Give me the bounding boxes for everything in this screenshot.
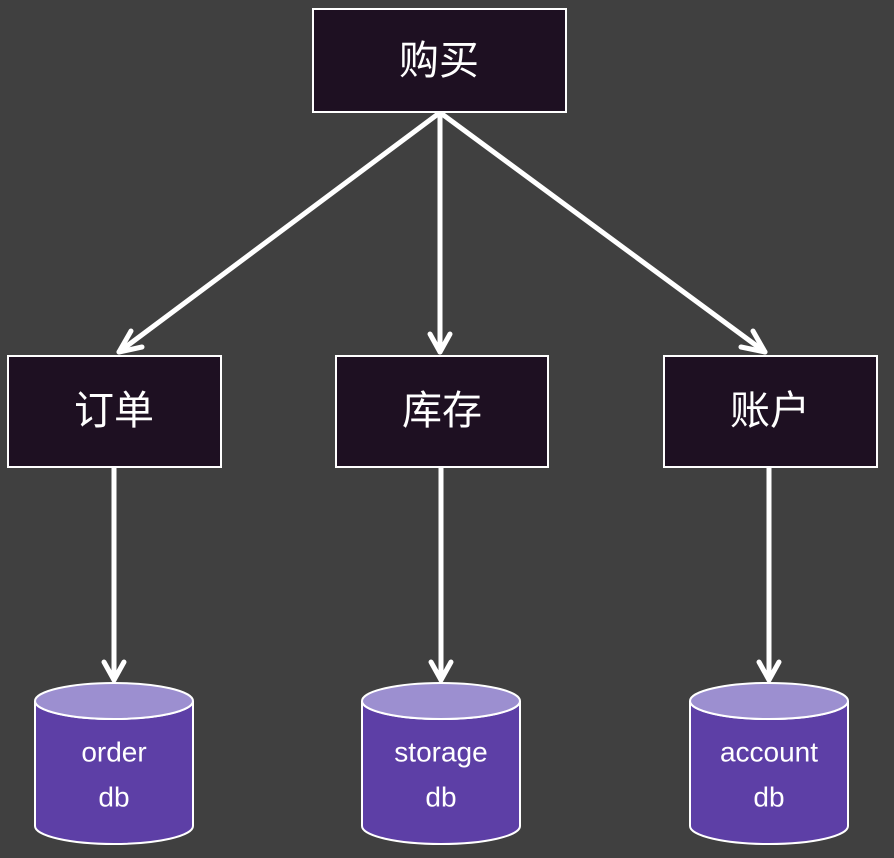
edge-purchase-to-storage [427,111,453,355]
db-order: order db [34,682,194,845]
db-order-line2: db [98,782,129,813]
node-purchase: 购买 [312,8,567,113]
node-account: 账户 [663,355,878,468]
edges [101,111,782,683]
db-storage-line2: db [425,782,456,813]
node-storage-label: 库存 [402,388,482,434]
db-storage: storage db [361,682,521,845]
node-order: 订单 [7,355,222,468]
db-account-line1: account [720,737,818,768]
edge-storage-to-storage-db [428,463,454,683]
node-purchase-label: 购买 [399,38,479,84]
edge-purchase-to-order [116,111,441,355]
node-account-label: 账户 [730,388,810,434]
db-storage-line1: storage [394,737,487,768]
edge-order-to-order-db [101,463,127,683]
db-account-line2: db [753,782,784,813]
db-order-line1: order [81,737,146,768]
edge-purchase-to-account [439,111,768,355]
edge-account-to-account-db [756,463,782,683]
node-storage: 库存 [335,355,549,468]
node-order-label: 订单 [74,388,154,434]
db-account: account db [689,682,849,845]
